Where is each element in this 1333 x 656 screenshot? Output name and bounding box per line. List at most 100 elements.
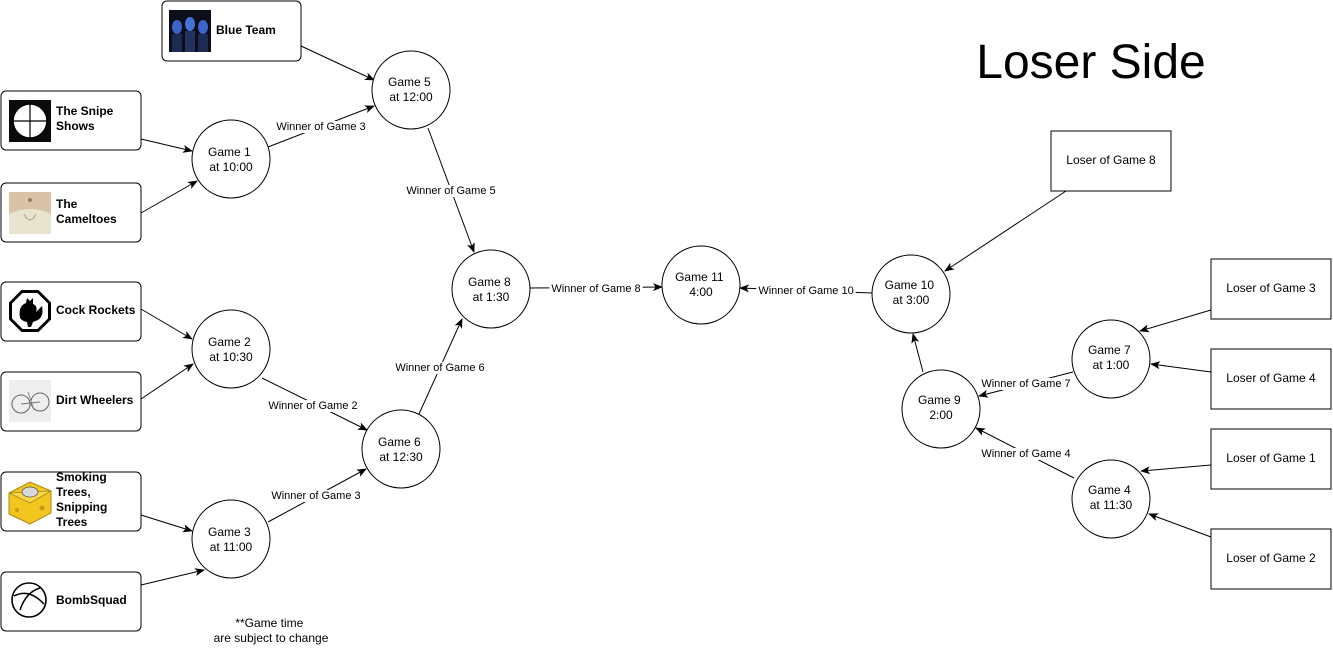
edge-label-background <box>549 283 643 295</box>
team-name-line: The Snipe <box>56 104 114 118</box>
svg-text:Smoking Trees, Sni: Smoking Trees, Snipping Trees <box>56 470 111 529</box>
game-title: Game 5 <box>388 75 431 89</box>
cheese-face-icon <box>8 481 52 525</box>
edge-label-g7-g9: Winner of Game 7 <box>981 378 1070 390</box>
team-name-line: The <box>56 197 78 211</box>
edge-label-g8-g11: Winner of Game 8 <box>551 283 640 295</box>
team-name-line: Cock Rockets <box>56 303 136 317</box>
game-time: at 1:30 <box>473 290 510 304</box>
game-node-5: Game 5 at 12:00 <box>371 50 451 130</box>
team-box-cameltoes: The Cameltoes <box>0 182 142 243</box>
game-title: Game 9 <box>918 393 961 407</box>
edge-label-g6-g8: Winner of Game 6 <box>395 362 484 374</box>
game-time: at 12:30 <box>379 450 423 464</box>
game-node-6: Game 6 at 12:30 <box>361 409 441 489</box>
svg-text:Cock Rockets: Cock Rockets <box>56 303 136 317</box>
svg-text:Dirt Wheelers: Dirt Wheelers <box>56 393 134 407</box>
connector-arrow-cameltoes-g1 <box>140 180 198 214</box>
edge-label-g4-g9: Winner of Game 4 <box>981 448 1070 460</box>
connector-arrow-smoking-g3 <box>140 514 193 533</box>
edge-label-background <box>404 185 498 197</box>
loser-box-game-8: Loser of Game 8 <box>1050 130 1172 192</box>
game-title: Game 8 <box>468 275 511 289</box>
game-node-4: Game 4 at 11:30 <box>1071 459 1151 539</box>
game-node-2: Game 2 at 10:30 <box>191 309 271 389</box>
team-name-line: Snipping <box>56 500 107 514</box>
svg-text:Game 3 at 11:00: Game 3 at 11:00 <box>208 525 254 554</box>
svg-text:Game 1 at 10:00: Game 1 at 10:00 <box>208 145 254 174</box>
team-name-line: Blue Team <box>216 23 276 37</box>
side-title: Loser Side <box>976 36 1205 89</box>
blue-team-photo-icon <box>169 10 211 52</box>
edge-label-background <box>979 448 1073 460</box>
team-name-line: Trees, <box>56 485 91 499</box>
game-time: 4:00 <box>689 285 713 299</box>
svg-text:Game 5 at 12:00: Game 5 at 12:00 <box>388 75 434 104</box>
crosshair-icon <box>9 100 51 142</box>
svg-text:Blue Team: Blue Team <box>216 23 276 37</box>
loser-box-label: Loser of Game 3 <box>1226 281 1316 295</box>
connector-arrow-bomb-g3 <box>140 568 205 586</box>
game-title: Game 1 <box>208 145 251 159</box>
edge-label-g10-g11: Winner of Game 10 <box>758 285 853 297</box>
game-node-1: Game 1 at 10:00 <box>191 119 271 199</box>
edge-label-g3-g6: Winner of Game 3 <box>271 490 360 502</box>
game-title: Game 10 <box>885 278 935 292</box>
game-time: 2:00 <box>929 408 953 422</box>
svg-text:The Cameltoes: The Cameltoes <box>56 197 117 226</box>
connector-arrow-blue-g5 <box>300 45 375 81</box>
connector-arrow-cock-g2 <box>140 308 193 340</box>
connector-arrow-g9-g10 <box>911 333 924 373</box>
team-box-dirt: Dirt Wheelers <box>0 371 142 432</box>
game-time: at 1:00 <box>1093 358 1130 372</box>
edge-label-background <box>393 362 487 374</box>
edge-label-g5-g8: Winner of Game 5 <box>406 185 495 197</box>
loser-box-label: Loser of Game 1 <box>1226 451 1316 465</box>
edge-label-background <box>979 378 1073 390</box>
game-time: at 3:00 <box>893 293 930 307</box>
game-title: Game 11 <box>675 270 724 284</box>
globe-symbol-icon <box>11 582 47 618</box>
svg-text:Game 7 at 1:00: Game 7 at 1:00 <box>1088 343 1134 372</box>
team-box-snipe: The Snipe Shows <box>0 90 142 151</box>
game-node-3: Game 3 at 11:00 <box>191 499 271 579</box>
loser-box-game-4: Loser of Game 4 <box>1210 348 1332 410</box>
rooster-sign-icon <box>9 290 51 332</box>
team-box-bomb: BombSquad <box>0 571 142 632</box>
team-box-blue: Blue Team <box>161 0 302 62</box>
edge-label-background <box>269 490 363 502</box>
loser-box-label: Loser of Game 8 <box>1066 153 1156 167</box>
team-name-line: Shows <box>56 119 95 133</box>
svg-text:Game 2 at 10:30: Game 2 at 10:30 <box>208 335 254 364</box>
game-node-9: Game 9 2:00 <box>901 369 981 449</box>
team-name-line: Dirt Wheelers <box>56 393 134 407</box>
game-title: Game 2 <box>208 335 251 349</box>
svg-text:Game 6 at 12:30: Game 6 at 12:30 <box>378 435 424 464</box>
schedule-note: **Game time are subject to change <box>214 616 329 645</box>
connector-arrow-snipe-g1 <box>140 138 193 153</box>
game-node-10: Game 10 at 3:00 <box>871 254 951 334</box>
game-title: Game 6 <box>378 435 421 449</box>
svg-text:Game 4 at 11:30: Game 4 at 11:30 <box>1088 483 1134 512</box>
connector-arrow-l4-g7 <box>1150 361 1212 373</box>
loser-box-game-1: Loser of Game 1 <box>1210 428 1332 490</box>
team-name-line: BombSquad <box>56 593 127 607</box>
wheels-sketch-icon <box>9 380 51 422</box>
game-node-11: Game 11 4:00 <box>661 245 741 325</box>
edge-label-background <box>274 121 368 133</box>
team-box-cock: Cock Rockets <box>0 281 142 342</box>
cameltoes-photo-icon <box>9 192 51 234</box>
svg-text:Game 9 2:00: Game 9 2:00 <box>918 393 964 422</box>
connector-arrow-l2-g4 <box>1148 513 1212 538</box>
team-box-smoking: Smoking Trees, Snipping Trees <box>0 470 142 532</box>
note-line: **Game time <box>235 616 303 630</box>
loser-box-game-2: Loser of Game 2 <box>1210 528 1332 590</box>
svg-text:The Snipe Shows: The Snipe Shows <box>56 104 117 133</box>
connector-arrow-dirt-g2 <box>140 363 194 400</box>
team-name-line: Smoking <box>56 470 107 484</box>
edge-label-g1-g5: Winner of Game 3 <box>276 121 365 133</box>
game-time: at 10:30 <box>209 350 253 364</box>
svg-text:Game 8 at 1:30: Game 8 at 1:30 <box>468 275 514 304</box>
loser-box-game-3: Loser of Game 3 <box>1210 258 1332 320</box>
